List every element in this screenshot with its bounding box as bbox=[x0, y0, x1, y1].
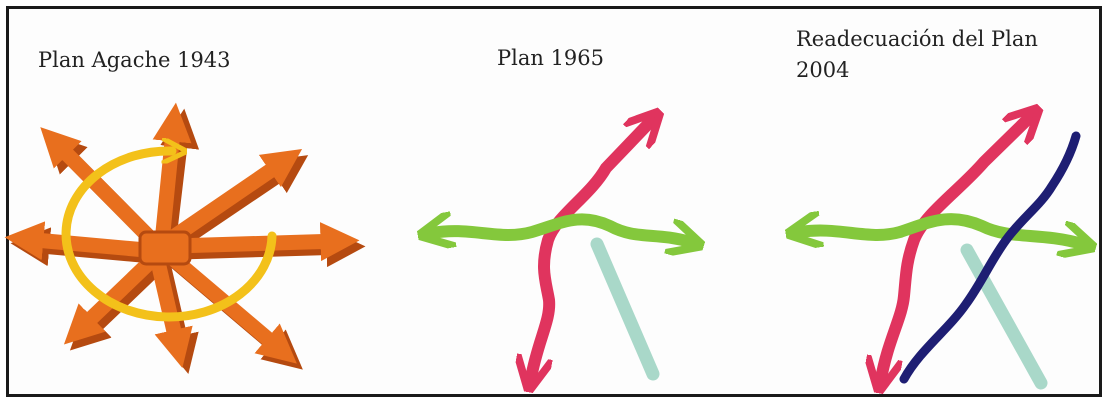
plan-1965-diagram bbox=[432, 121, 690, 378]
panel-title-plan-1965: Plan 1965 bbox=[497, 46, 605, 70]
agache-center-hub bbox=[138, 230, 192, 266]
plan-2004-navy-line bbox=[899, 131, 1081, 384]
plan-1965-pale-line bbox=[590, 237, 660, 381]
plan-2004-red-arrow bbox=[881, 117, 1030, 379]
agache-radial-diagram bbox=[4, 102, 366, 375]
agache-ring-arrow bbox=[61, 151, 277, 322]
plan-2004-pale-line bbox=[960, 243, 1048, 390]
plan-2004-diagram bbox=[800, 117, 1082, 383]
plan-1965-red-arrow bbox=[531, 121, 651, 378]
panel-title-readecuacion-2004: Readecuación del Plan 2004 bbox=[796, 27, 1038, 82]
plan-1965-green-arrow bbox=[432, 219, 690, 242]
panel-title-agache-1943: Plan Agache 1943 bbox=[38, 48, 231, 72]
plan-2004-green-arrow bbox=[800, 219, 1082, 244]
